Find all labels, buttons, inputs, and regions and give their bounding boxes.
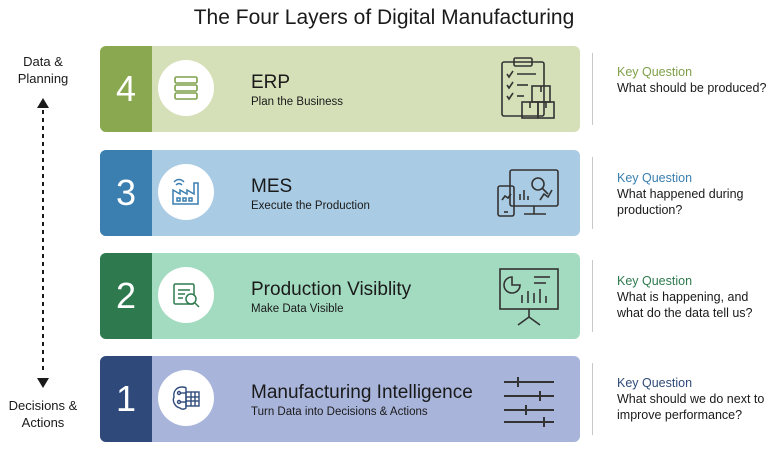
layer-subtitle: Execute the Production xyxy=(251,200,370,212)
divider xyxy=(592,157,593,229)
key-question-erp: Key Question What should be produced? xyxy=(617,64,767,96)
divider xyxy=(592,53,593,125)
key-question-mes: Key Question What happened during produc… xyxy=(617,170,767,218)
layer-number: 2 xyxy=(100,253,152,339)
layer-subtitle: Turn Data into Decisions & Actions xyxy=(251,406,428,418)
axis-top-label: Data & Planning xyxy=(17,54,69,86)
presentation-board-icon xyxy=(499,268,559,326)
arrow-up-head xyxy=(37,98,49,108)
monitor-analytics-icon xyxy=(497,169,559,217)
layer-number: 3 xyxy=(100,150,152,236)
key-question-text: What should we do next to improve perfor… xyxy=(617,392,765,422)
layer-manufacturing-intelligence: 1 Manufacturing Intelligence Turn Data i… xyxy=(100,356,580,442)
server-stack-icon xyxy=(158,60,214,116)
key-question-text: What should be produced? xyxy=(617,81,767,95)
diagram-title: The Four Layers of Digital Manufacturing xyxy=(193,6,575,29)
clipboard-boxes-icon xyxy=(501,57,555,119)
layer-subtitle: Make Data Visible xyxy=(251,303,344,315)
layer-name: ERP xyxy=(251,72,291,93)
divider xyxy=(592,363,593,435)
layer-number: 4 xyxy=(100,46,152,132)
key-question-label: Key Question xyxy=(617,171,693,185)
axis-bottom-label: Decisions & Actions xyxy=(8,398,78,430)
layer-mes: 3 MES Execute the Production xyxy=(100,150,580,236)
report-search-icon xyxy=(158,267,214,323)
divider xyxy=(592,260,593,332)
layer-name: Manufacturing Intelligence xyxy=(251,382,473,403)
key-question-label: Key Question xyxy=(617,376,693,390)
layer-name: MES xyxy=(251,176,293,197)
dashed-double-arrow xyxy=(42,110,44,374)
layer-name: Production Visiblity xyxy=(251,279,412,300)
layer-erp: 4 ERP Plan the Business xyxy=(100,46,580,132)
key-question-text: What happened during production? xyxy=(617,187,744,217)
arrow-down-head xyxy=(37,378,49,388)
factory-icon xyxy=(158,164,214,220)
layer-subtitle: Plan the Business xyxy=(251,96,344,108)
key-question-label: Key Question xyxy=(617,65,693,79)
layer-number: 1 xyxy=(100,356,152,442)
sliders-icon xyxy=(504,377,554,427)
key-question-visibility: Key Question What is happening, and what… xyxy=(617,273,767,321)
key-question-text: What is happening, and what do the data … xyxy=(617,290,753,320)
key-question-intelligence: Key Question What should we do next to i… xyxy=(617,375,767,423)
layer-production-visibility: 2 Production Visiblity Make Data Visible xyxy=(100,253,580,339)
key-question-label: Key Question xyxy=(617,274,693,288)
brain-circuit-icon xyxy=(158,370,214,426)
